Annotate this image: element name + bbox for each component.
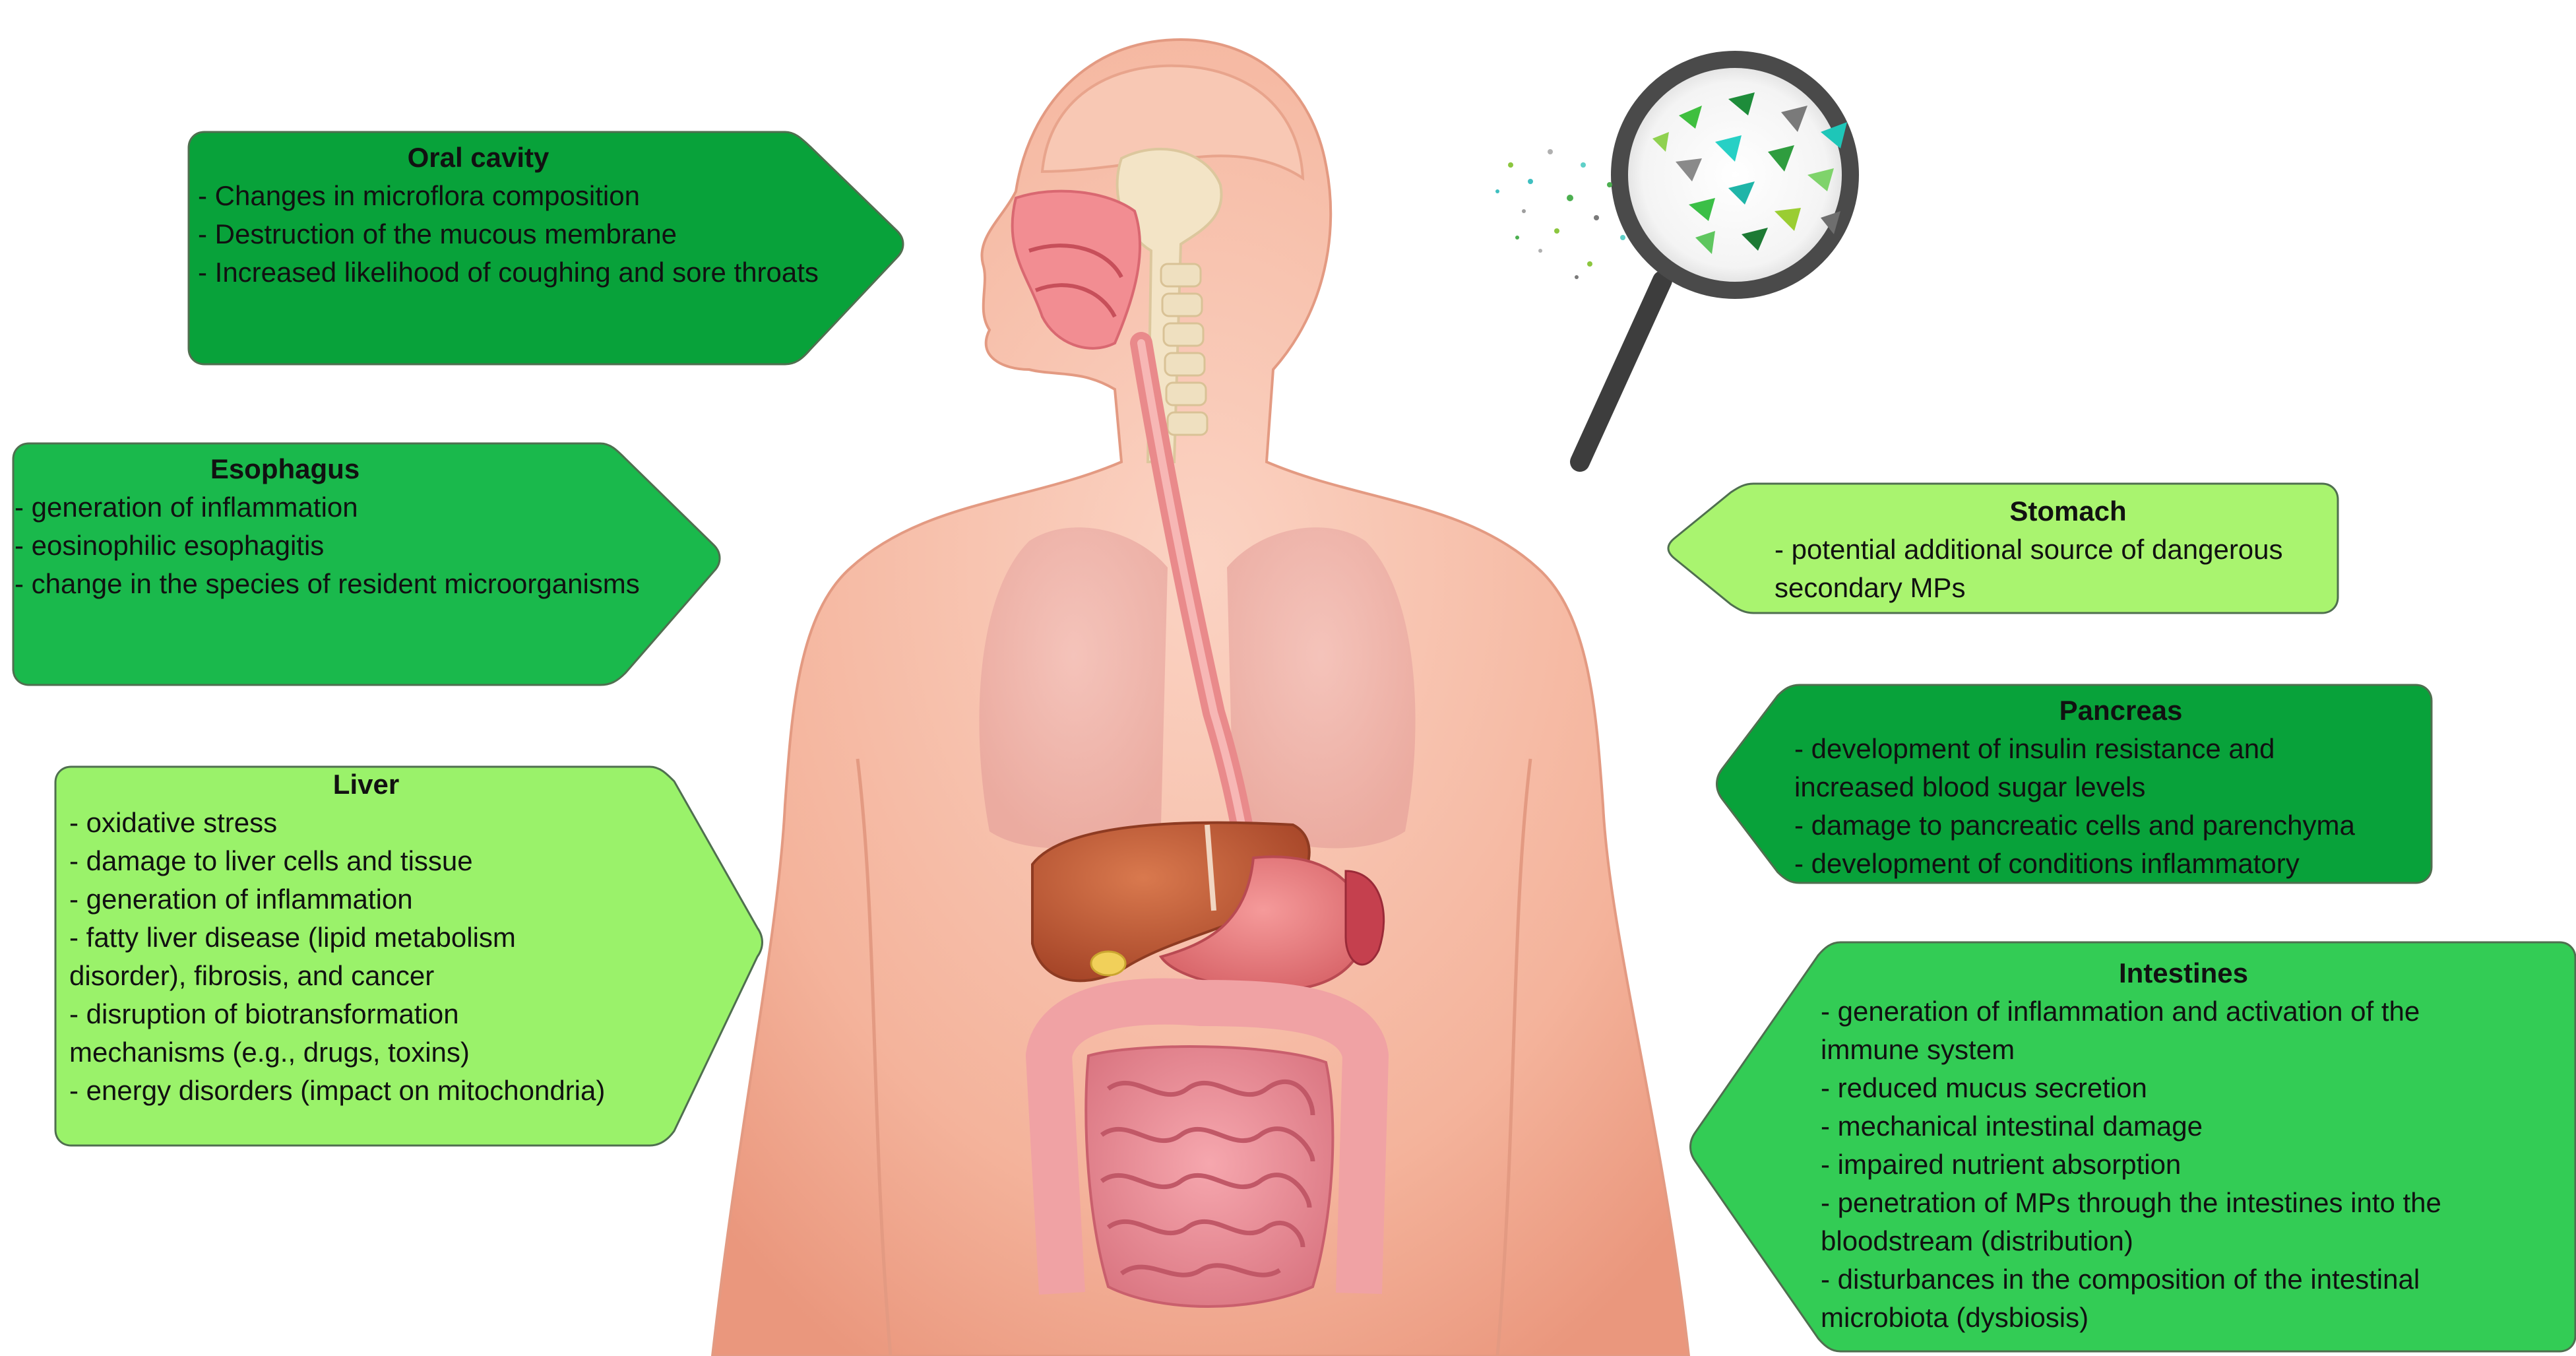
effect-item: - energy disorders (impact on mitochondr… (69, 1075, 606, 1106)
pancreas-effects: - development of insulin resistance and … (1794, 730, 2428, 883)
effect-item: - reduced mucus secretion (1821, 1072, 2147, 1103)
oral-cavity-effects: - Changes in microflora composition - De… (198, 177, 864, 292)
effect-item: - development of conditions inflammatory (1794, 848, 2300, 879)
intestines-callout-shape (1689, 941, 2576, 1353)
effect-item: - generation of inflammation and activat… (1821, 996, 2420, 1027)
pancreas-title: Pancreas (2059, 695, 2183, 726)
effect-item: mechanisms (e.g., drugs, toxins) (69, 1037, 470, 1068)
pancreas-callout-shape (1716, 684, 2433, 884)
effect-item: - fatty liver disease (lipid metabolism (69, 922, 516, 953)
human-body-illustration (710, 38, 1691, 1356)
effect-item: - eosinophilic esophagitis (15, 530, 325, 561)
effect-item: - mechanical intestinal damage (1821, 1111, 2203, 1142)
effect-item: immune system (1821, 1034, 2015, 1065)
effect-item: - impaired nutrient absorption (1821, 1149, 2182, 1180)
esophagus-callout-shape (12, 442, 721, 686)
gallbladder (1090, 950, 1127, 977)
microplastic-particles (1652, 92, 1847, 254)
effect-item: - generation of inflammation (69, 884, 413, 915)
stomach-title: Stomach (2009, 496, 2127, 527)
vertebrae (1160, 263, 1209, 436)
stomach-card: Stomach - potential additional source of… (1775, 492, 2342, 611)
liver-card: Liver - oxidative stress - damage to liv… (69, 765, 762, 1135)
effect-item: - disturbances in the composition of the… (1821, 1264, 2420, 1295)
particle-spray (1495, 149, 1625, 279)
effect-item: - damage to liver cells and tissue (69, 845, 473, 876)
intestines-effects: - generation of inflammation and activat… (1821, 992, 2546, 1337)
esophagus-card: Esophagus - generation of inflammation -… (15, 450, 687, 674)
right-lung (1227, 527, 1416, 849)
magnifier-icon (1495, 51, 1859, 472)
effect-item: - Destruction of the mucous membrane (198, 218, 677, 249)
large-intestine (1026, 978, 1389, 1295)
esophagus-title: Esophagus (210, 453, 360, 484)
effect-item: increased blood sugar levels (1794, 771, 2146, 802)
effect-item: - Changes in microflora composition (198, 180, 640, 211)
stomach-effects: - potential additional source of dangero… (1775, 531, 2342, 607)
effect-item: - disruption of biotransformation (69, 998, 459, 1029)
effect-item: - damage to pancreatic cells and parench… (1794, 810, 2355, 841)
effect-item: - development of insulin resistance and (1794, 733, 2275, 764)
effect-item: disorder), fibrosis, and cancer (69, 960, 435, 991)
stomach-callout-shape (1667, 482, 2339, 614)
liver-title: Liver (332, 769, 400, 800)
liver-effects: - oxidative stress - damage to liver cel… (69, 804, 762, 1110)
effect-item: - change in the species of resident micr… (15, 568, 640, 599)
oral-cavity-title: Oral cavity (407, 142, 550, 173)
oral-cavity-card: Oral cavity - Changes in microflora comp… (198, 139, 864, 356)
intestine-coils (1100, 1079, 1315, 1277)
intestines-title: Intestines (2118, 957, 2249, 988)
esophagus-effects: - generation of inflammation - eosinophi… (15, 488, 687, 603)
effect-item: - Increased likelihood of coughing and s… (198, 257, 819, 288)
effect-item: bloodstream (distribution) (1821, 1225, 2133, 1256)
pancreas-card: Pancreas - development of insulin resist… (1794, 692, 2428, 889)
effect-item: - penetration of MPs through the intesti… (1821, 1187, 2441, 1218)
effect-item: - generation of inflammation (15, 492, 358, 523)
effect-item: - oxidative stress (69, 807, 278, 838)
effect-item: microbiota (dysbiosis) (1821, 1302, 2089, 1333)
intestines-card: Intestines - generation of inflammation … (1821, 954, 2546, 1337)
oral-cavity-callout-shape (187, 131, 904, 366)
left-arm-contour (856, 758, 893, 1356)
spleen (1344, 870, 1385, 966)
right-arm-contour (1495, 758, 1532, 1356)
effect-item: secondary MPs (1775, 572, 1966, 603)
callout-shapes (12, 131, 2576, 1353)
liver-callout-shape (54, 765, 763, 1147)
effect-item: - potential additional source of dangero… (1775, 534, 2283, 565)
left-lung (979, 527, 1168, 849)
